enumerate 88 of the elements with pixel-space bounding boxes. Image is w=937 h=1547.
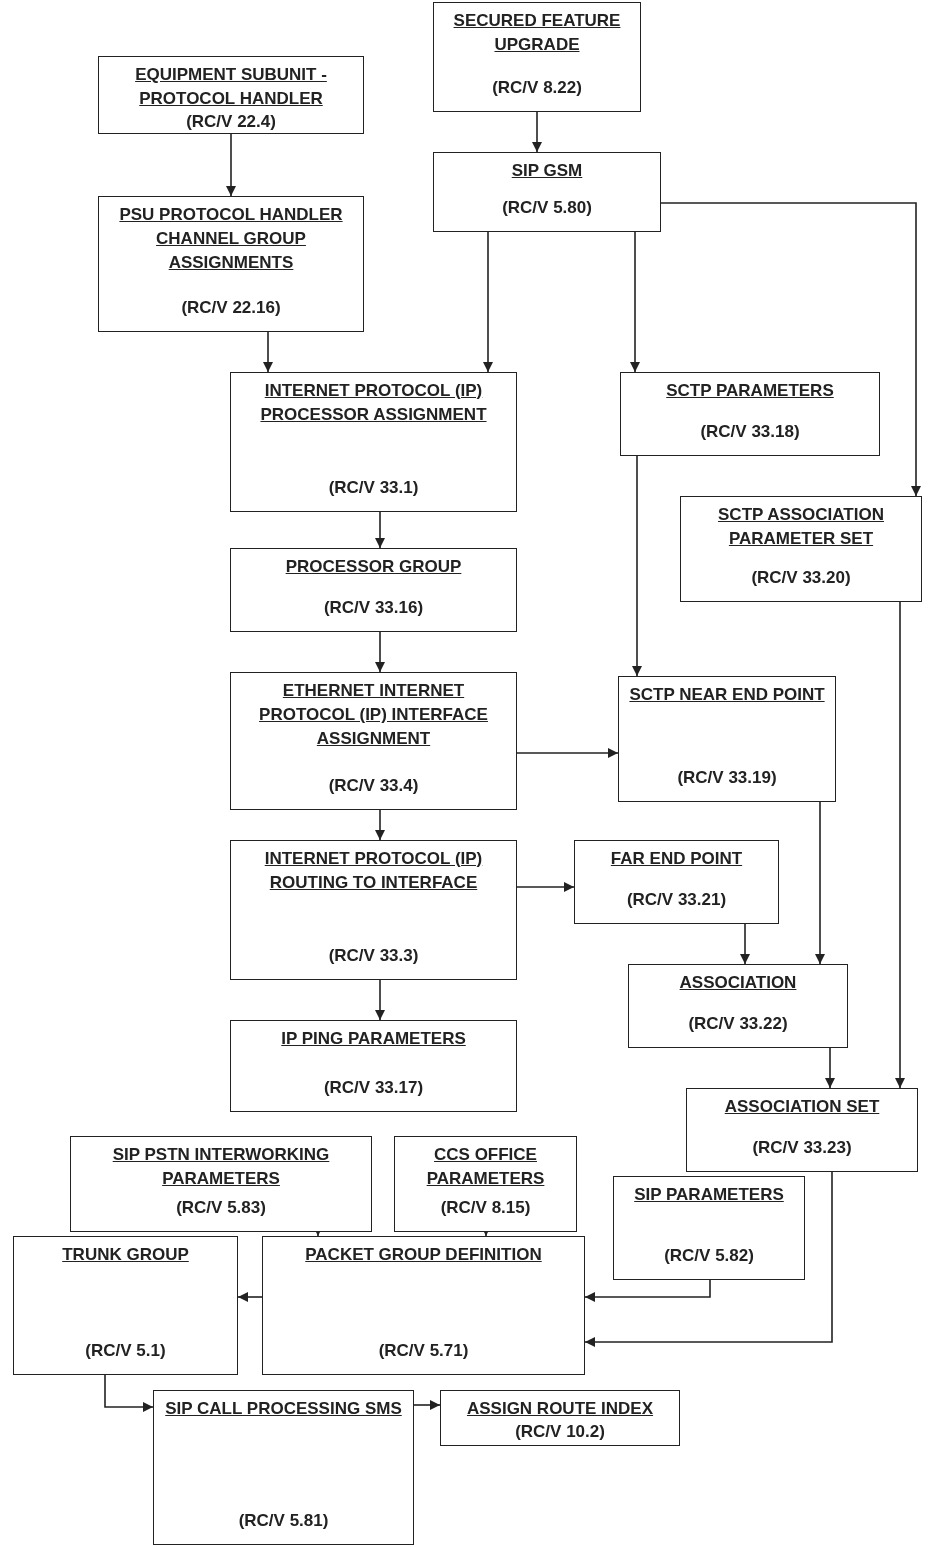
process-box — [440, 1390, 680, 1446]
rcv-reference: (RC/V 33.3) — [328, 944, 419, 967]
arrow — [375, 511, 385, 549]
process-box — [70, 1136, 372, 1232]
box-title: ASSIGN ROUTE INDEX — [466, 1398, 654, 1420]
arrow — [237, 1292, 263, 1302]
rcv-reference: (RC/V 5.81) — [238, 1509, 329, 1532]
rcv-reference: (RC/V 33.1) — [328, 476, 419, 499]
box-title: SIP PSTN INTERWORKING PARAMETERS — [111, 1144, 331, 1190]
rcv-reference: (RC/V 33.4) — [328, 774, 419, 797]
process-box — [230, 840, 517, 980]
box-title: SIP GSM — [511, 160, 583, 182]
process-box — [620, 372, 880, 456]
arrow — [375, 631, 385, 673]
rcv-reference: (RC/V 8.22) — [492, 76, 582, 99]
arrow — [104, 1374, 154, 1412]
process-box — [230, 672, 517, 810]
process-box — [230, 372, 517, 512]
rcv-reference: (RC/V 22.16) — [181, 296, 281, 319]
rcv-reference: (RC/V 5.71) — [378, 1339, 469, 1362]
box-title: INTERNET PROTOCOL (IP) PROCESSOR ASSIGNMENT — [259, 380, 488, 426]
box-title: EQUIPMENT SUBUNIT - PROTOCOL HANDLER — [134, 64, 328, 110]
box-title: IP PING PARAMETERS — [281, 1028, 466, 1050]
rcv-reference: (RC/V 22.4) — [186, 110, 276, 133]
arrow — [584, 1279, 711, 1302]
process-box — [262, 1236, 585, 1375]
process-box — [394, 1136, 577, 1232]
rcv-reference: (RC/V 33.18) — [700, 420, 800, 443]
box-title: TRUNK GROUP — [62, 1244, 189, 1266]
box-title: FAR END POINT — [610, 848, 743, 870]
arrow — [413, 1400, 441, 1410]
process-box — [628, 964, 848, 1048]
process-box — [98, 196, 364, 332]
arrow — [632, 455, 642, 677]
box-title: PROCESSOR GROUP — [285, 556, 462, 578]
box-title: ETHERNET INTERNET PROTOCOL (IP) INTERFACE ASSIGNMENT — [258, 680, 489, 750]
arrow — [584, 1171, 833, 1347]
process-box — [98, 56, 364, 134]
process-box — [574, 840, 779, 924]
box-title: SIP CALL PROCESSING SMS — [165, 1398, 402, 1420]
box-title: SCTP ASSOCIATION PARAMETER SET — [717, 504, 885, 550]
rcv-reference: (RC/V 33.20) — [751, 566, 851, 589]
arrow — [375, 979, 385, 1021]
process-box — [230, 1020, 517, 1112]
rcv-reference: (RC/V 8.15) — [440, 1196, 531, 1219]
rcv-reference: (RC/V 5.82) — [664, 1244, 754, 1267]
box-title: PACKET GROUP DEFINITION — [305, 1244, 542, 1266]
process-box — [433, 2, 641, 112]
rcv-reference: (RC/V 33.21) — [626, 888, 727, 911]
arrow — [660, 202, 921, 497]
rcv-reference: (RC/V 33.23) — [752, 1136, 852, 1159]
arrow — [483, 231, 493, 373]
arrow — [895, 601, 905, 1089]
rcv-reference: (RC/V 5.80) — [502, 196, 592, 219]
process-box — [680, 496, 922, 602]
rcv-reference: (RC/V 10.2) — [515, 1420, 605, 1443]
process-box — [613, 1176, 805, 1280]
arrow — [825, 1047, 835, 1089]
rcv-reference: (RC/V 33.22) — [688, 1012, 788, 1035]
process-box — [686, 1088, 918, 1172]
box-title: SCTP PARAMETERS — [666, 380, 834, 402]
process-box — [230, 548, 517, 632]
rcv-reference: (RC/V 33.17) — [323, 1076, 424, 1099]
box-title: CCS OFFICE PARAMETERS — [425, 1144, 546, 1190]
rcv-reference: (RC/V 33.16) — [323, 596, 424, 619]
arrow — [740, 923, 750, 965]
box-title: SIP PARAMETERS — [634, 1184, 784, 1206]
process-box — [13, 1236, 238, 1375]
arrow — [630, 231, 640, 373]
process-box — [153, 1390, 414, 1545]
arrow — [375, 809, 385, 841]
box-title: SCTP NEAR END POINT — [629, 684, 825, 706]
rcv-reference: (RC/V 5.83) — [176, 1196, 266, 1219]
arrow — [532, 111, 542, 153]
box-title: ASSOCIATION SET — [724, 1096, 880, 1118]
arrow — [516, 882, 575, 892]
arrow — [815, 801, 825, 965]
arrow — [226, 133, 236, 197]
box-title: PSU PROTOCOL HANDLER CHANNEL GROUP ASSIGNMENTS — [118, 204, 344, 274]
box-title: SECURED FEATURE UPGRADE — [452, 10, 622, 56]
rcv-reference: (RC/V 33.19) — [677, 766, 777, 789]
box-title: INTERNET PROTOCOL (IP) ROUTING TO INTERFACE — [263, 848, 484, 894]
process-box — [433, 152, 661, 232]
box-title: ASSOCIATION — [679, 972, 797, 994]
arrow — [263, 331, 273, 373]
rcv-reference: (RC/V 5.1) — [85, 1339, 166, 1362]
arrow — [516, 748, 619, 758]
process-box — [618, 676, 836, 802]
